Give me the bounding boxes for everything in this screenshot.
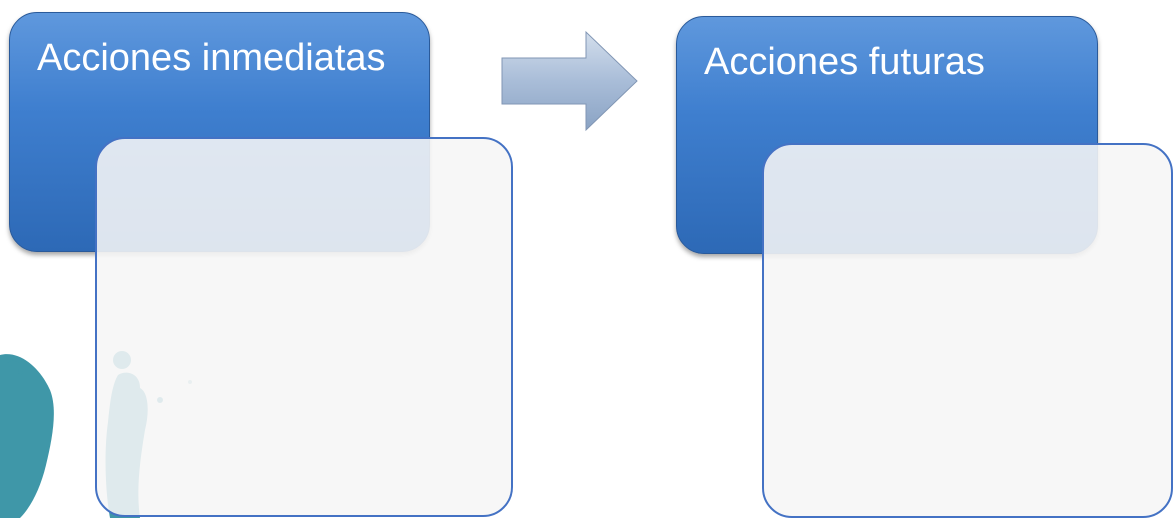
- step-future-actions-title: Acciones futuras: [704, 41, 985, 83]
- step-immediate-actions-title: Acciones inmediatas: [37, 37, 386, 79]
- step-future-actions-detail: [762, 143, 1173, 518]
- right-arrow-icon: [501, 30, 638, 132]
- step-immediate-actions-detail: [95, 137, 513, 517]
